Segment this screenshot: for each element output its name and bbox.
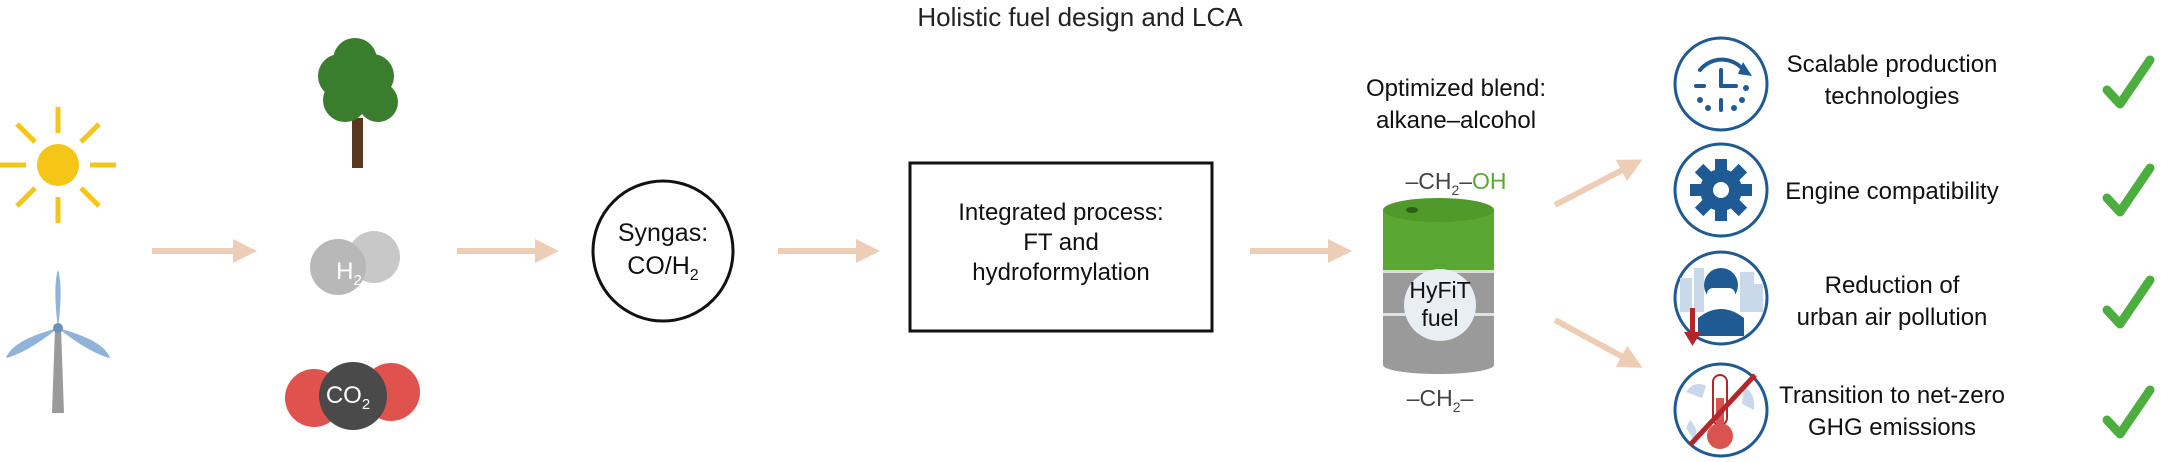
checkmark-icon-1 xyxy=(2102,55,2155,109)
sun-icon xyxy=(0,107,116,223)
barrel-label-line-1: HyFiT xyxy=(1409,277,1470,303)
syngas-formula: CO/H2 xyxy=(627,252,699,284)
process-line-2: FT and xyxy=(1023,229,1099,256)
benefit-icon-engine-compatibility xyxy=(1673,142,1769,238)
integrated-process-box: Integrated process: FT and hydroformylat… xyxy=(908,161,1214,333)
flow-arrows xyxy=(152,159,1643,368)
down-arrow-icon xyxy=(1684,308,1701,346)
gear-icon xyxy=(1690,159,1752,221)
benefit-4-line-1: Transition to net-zero xyxy=(1779,382,2005,409)
face-mask-icon xyxy=(1698,268,1744,336)
benefit-4-line-2: GHG emissions xyxy=(1808,414,1976,441)
benefit-2-line-1: Engine compatibility xyxy=(1785,178,1998,205)
fuel-barrel-icon: HyFiT fuel xyxy=(1383,198,1494,374)
benefit-1-line-1: Scalable production xyxy=(1787,51,1998,78)
arrow-blend-to-benefits-upper xyxy=(1553,159,1643,208)
benefit-icon-air-pollution xyxy=(1673,250,1769,346)
city-skyline-icon xyxy=(1680,268,1763,312)
syngas-node: Syngas: CO/H2 xyxy=(591,179,735,323)
svg-text:H2: H2 xyxy=(336,258,362,289)
alcohol-group-formula: –CH2–OH xyxy=(1405,168,1506,198)
cross-out-line xyxy=(1688,373,1757,447)
globe-icon xyxy=(1686,384,1755,440)
process-line-1: Integrated process: xyxy=(958,199,1163,226)
co2-molecule-icon: CO2 xyxy=(285,362,420,430)
benefit-1-line-2: technologies xyxy=(1825,83,1960,110)
benefit-3-line-2: urban air pollution xyxy=(1797,304,1988,331)
barrel-label-line-2: fuel xyxy=(1421,305,1458,331)
wind-turbine-icon xyxy=(6,270,110,413)
checkmark-icon-4 xyxy=(2102,385,2155,439)
checkmarks xyxy=(2102,55,2155,439)
syngas-label: Syngas: xyxy=(618,219,708,247)
checkmark-icon-2 xyxy=(2102,163,2155,217)
diagram-title: Holistic fuel design and LCA xyxy=(917,2,1243,32)
benefit-icon-net-zero xyxy=(1673,362,1769,458)
process-line-3: hydroformylation xyxy=(972,259,1149,286)
blend-title-line-2: alkane–alcohol xyxy=(1376,107,1536,134)
arrow-blend-to-benefits-lower xyxy=(1553,317,1643,368)
tree-icon xyxy=(318,38,398,168)
svg-text:CO2: CO2 xyxy=(326,382,370,413)
alkane-group-formula: –CH2– xyxy=(1407,385,1474,415)
hydrogen-molecule-icon: H2 xyxy=(310,231,400,295)
checkmark-icon-3 xyxy=(2102,275,2155,329)
blend-title-line-1: Optimized blend: xyxy=(1366,75,1546,102)
benefit-3-line-1: Reduction of xyxy=(1825,272,1960,299)
benefit-icon-scalable-production xyxy=(1673,36,1769,132)
